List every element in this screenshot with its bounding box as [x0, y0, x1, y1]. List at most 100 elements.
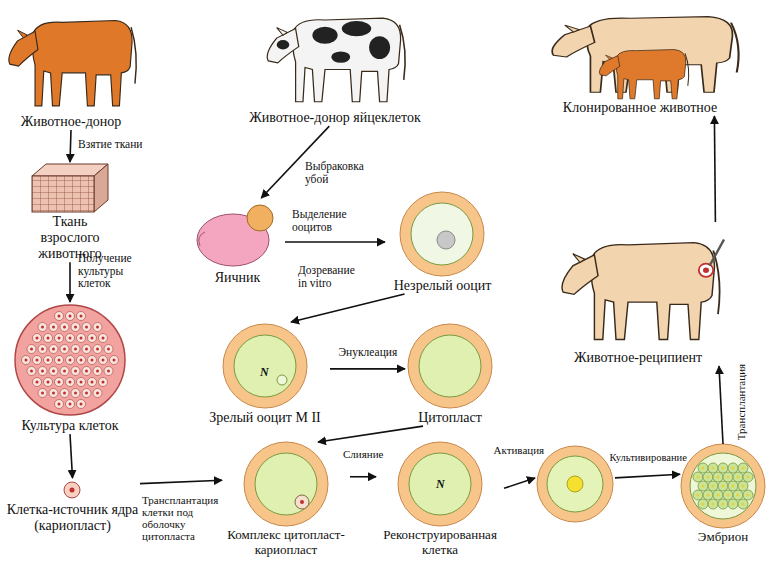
cell-nucleus [58, 359, 61, 362]
cell-nucleus [25, 359, 28, 362]
blastomere [723, 472, 733, 482]
arrow-label: Трансплантация клетки под оболочку цитоп… [142, 494, 222, 542]
arrow-label: Выделение ооцитов [292, 208, 382, 233]
blastomere [708, 499, 718, 509]
blastomere [738, 481, 748, 491]
caption: Яичник [190, 270, 285, 286]
blastomere [698, 499, 708, 509]
cell-nucleus [58, 403, 61, 406]
blastomere [718, 499, 728, 509]
cultured-cell [49, 389, 58, 398]
cultured-cell [33, 356, 42, 365]
cultured-cell [38, 389, 47, 398]
blastomere [743, 490, 753, 500]
blastomere-nucleus [721, 466, 724, 469]
cultured-cell [55, 378, 64, 387]
blastomere [693, 472, 703, 482]
cultured-cell [82, 323, 91, 332]
cultured-cell [71, 345, 80, 354]
cell-nucleus [52, 392, 55, 395]
cultured-cell [55, 400, 64, 409]
flow-arrow [615, 474, 680, 478]
cell-nucleus [96, 348, 99, 351]
flow-arrow [350, 476, 376, 478]
cultured-cell [71, 389, 80, 398]
blastomere [728, 499, 738, 509]
blastomere-nucleus [741, 502, 744, 505]
caption: Животное-реципиент [548, 350, 728, 366]
cell-nucleus [85, 326, 88, 329]
cell-nucleus [80, 403, 83, 406]
cell-nucleus [30, 370, 33, 373]
blastomere [728, 481, 738, 491]
cultured-cell [66, 400, 75, 409]
cell-nucleus [58, 315, 61, 318]
flow-arrow [70, 434, 73, 478]
cultured-cell [82, 389, 91, 398]
caption: Клонированное животное [520, 100, 760, 116]
cultured-cell [71, 367, 80, 376]
cell-nucleus [91, 337, 94, 340]
cultured-cell [66, 334, 75, 343]
animal-figure: Животное-реципиент [548, 222, 728, 366]
cultured-cell [82, 367, 91, 376]
cell-nucleus [52, 370, 55, 373]
cultured-cell [77, 356, 86, 365]
blastomere-nucleus [701, 502, 704, 505]
cultured-cell [55, 356, 64, 365]
blastomere [713, 472, 723, 482]
blastomere [743, 472, 753, 482]
cell-nucleus [74, 348, 77, 351]
tissue-figure: Ткань взрослого животного [25, 162, 115, 262]
animal-figure: Животное-донор яйцеклеток [240, 2, 430, 126]
cell-nucleus [63, 326, 66, 329]
blastomere-nucleus [711, 484, 714, 487]
cell-nucleus [69, 315, 72, 318]
cell-nucleus [107, 348, 110, 351]
blastomere-nucleus [706, 475, 709, 478]
cultured-cell [49, 323, 58, 332]
cultured-cell [88, 356, 97, 365]
cell-figure [535, 446, 615, 522]
blastomere-nucleus [716, 493, 719, 496]
caption: Клетка-источник ядра (кариопласт) [5, 502, 140, 534]
arrow-label: Активация [494, 444, 545, 456]
cell-nucleus [107, 370, 110, 373]
cell-figure: Клетка-источник ядра (кариопласт) [5, 478, 140, 534]
cultured-cell [60, 367, 69, 376]
cultured-cell [33, 378, 42, 387]
cell-nucleus [80, 315, 83, 318]
blastomere-nucleus [711, 502, 714, 505]
cultured-cell [33, 334, 42, 343]
blastomere [703, 472, 713, 482]
cell-nucleus [69, 403, 72, 406]
culture-figure: Культура клеток [10, 302, 130, 434]
blastomere-nucleus [746, 475, 749, 478]
cultured-cell [55, 334, 64, 343]
caption: Незрелый ооцит [385, 278, 500, 294]
caption: Животное-донор яйцеклеток [240, 110, 430, 126]
cultured-cell [99, 334, 108, 343]
blastomere [703, 490, 713, 500]
blastomere-nucleus [711, 466, 714, 469]
cultured-cell [77, 378, 86, 387]
flow-arrow [330, 368, 405, 370]
cell-nucleus [52, 326, 55, 329]
cell-nucleus [91, 359, 94, 362]
cell-nucleus [96, 370, 99, 373]
animal-figure: Клонированное животное [520, 2, 760, 116]
blastomere-nucleus [731, 484, 734, 487]
cell-nucleus [102, 337, 105, 340]
flow-arrow [719, 366, 723, 444]
cultured-cell [22, 356, 31, 365]
cultured-cell [55, 312, 64, 321]
cultured-cell [60, 345, 69, 354]
cultured-cell [93, 345, 102, 354]
caption: Культура клеток [10, 418, 130, 434]
cell-figure: Реконструированная клетка [376, 442, 504, 558]
caption: Цитопласт [405, 410, 495, 426]
cultured-cell [99, 378, 108, 387]
cell-nucleus [85, 370, 88, 373]
cultured-cell [66, 356, 75, 365]
flow-arrow [291, 294, 405, 322]
